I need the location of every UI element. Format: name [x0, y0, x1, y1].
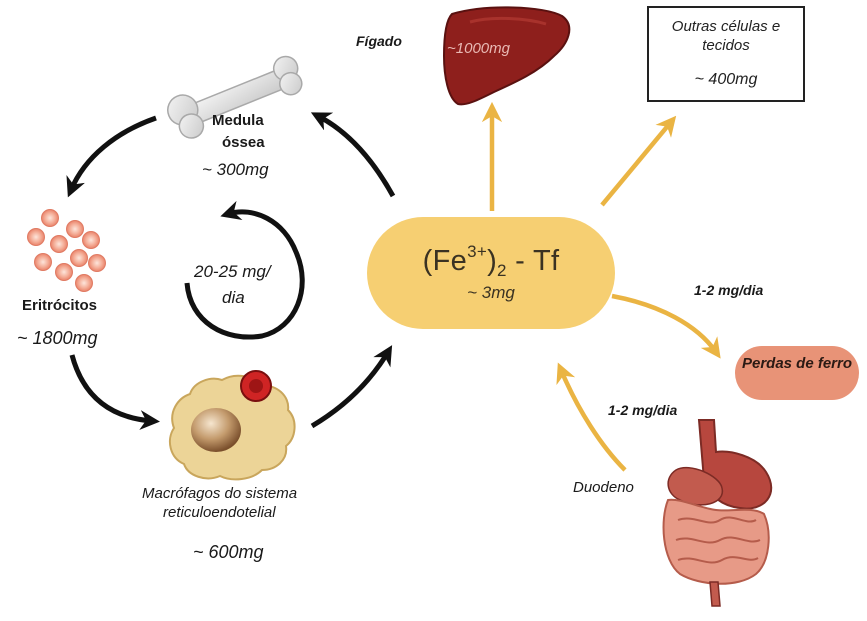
- arrow-center-to-losses: [611, 293, 721, 359]
- bone-icon: [167, 55, 303, 139]
- cycle-rate-1: 20-25 mg/: [194, 262, 271, 281]
- iron-losses-box: Perdas de ferro: [735, 346, 859, 400]
- bone-marrow-label-2: óssea: [222, 134, 265, 151]
- digestive-tract-icon: [662, 419, 773, 607]
- cycle-rate-2: dia: [222, 288, 245, 307]
- arrow-duodenum-to-center: [556, 362, 627, 472]
- formula-charge: 3+: [467, 242, 488, 261]
- arrow-center-to-marrow: [310, 112, 396, 198]
- iron-losses-label: Perdas de ferro: [741, 355, 853, 372]
- erythrocytes-icon: [27, 209, 106, 292]
- duodenum-label: Duodeno: [573, 479, 634, 496]
- erythrocytes-amount: ~ 1800mg: [17, 328, 98, 348]
- arrow-center-to-other-cells: [600, 115, 677, 207]
- transferrin-pool: (Fe3+)2 - Tf ~ 3mg: [367, 217, 615, 329]
- formula-subscript: 2: [497, 261, 507, 280]
- liver-icon: [442, 6, 571, 106]
- erythrocytes-label: Eritrócitos: [22, 297, 98, 314]
- arrow-erythrocytes-to-macrophages: [69, 354, 160, 431]
- transferrin-formula: (Fe3+)2 - Tf: [367, 242, 615, 281]
- bone-marrow-amount: ~ 300mg: [202, 160, 269, 179]
- liver-label: Fígado: [356, 33, 402, 49]
- transferrin-amount: ~ 3mg: [467, 283, 515, 302]
- arrow-macrophages-to-center: [310, 345, 393, 429]
- duodenum-rate: 1-2 mg/dia: [608, 402, 678, 418]
- arrow-internal-cycle: [184, 200, 305, 340]
- formula-base: (Fe: [422, 245, 468, 277]
- macrophages-label-2: reticuloendotelial: [163, 504, 276, 521]
- liver-amount: ~1000mg: [447, 40, 510, 57]
- losses-rate: 1-2 mg/dia: [694, 282, 764, 298]
- arrow-marrow-to-erythrocytes: [66, 115, 157, 198]
- other-cells-amount: ~ 400mg: [694, 71, 758, 88]
- other-cells-box: Outras células e tecidos ~ 400mg: [647, 6, 805, 102]
- other-cells-title: Outras células e tecidos: [671, 18, 781, 54]
- bone-marrow-label-1: Medula: [212, 112, 264, 129]
- formula-tail: - Tf: [506, 245, 560, 277]
- macrophage-icon: [168, 370, 296, 481]
- macrophages-amount: ~ 600mg: [193, 542, 264, 562]
- macrophages-label-1: Macrófagos do sistema: [142, 485, 298, 502]
- formula-close: ): [487, 245, 498, 277]
